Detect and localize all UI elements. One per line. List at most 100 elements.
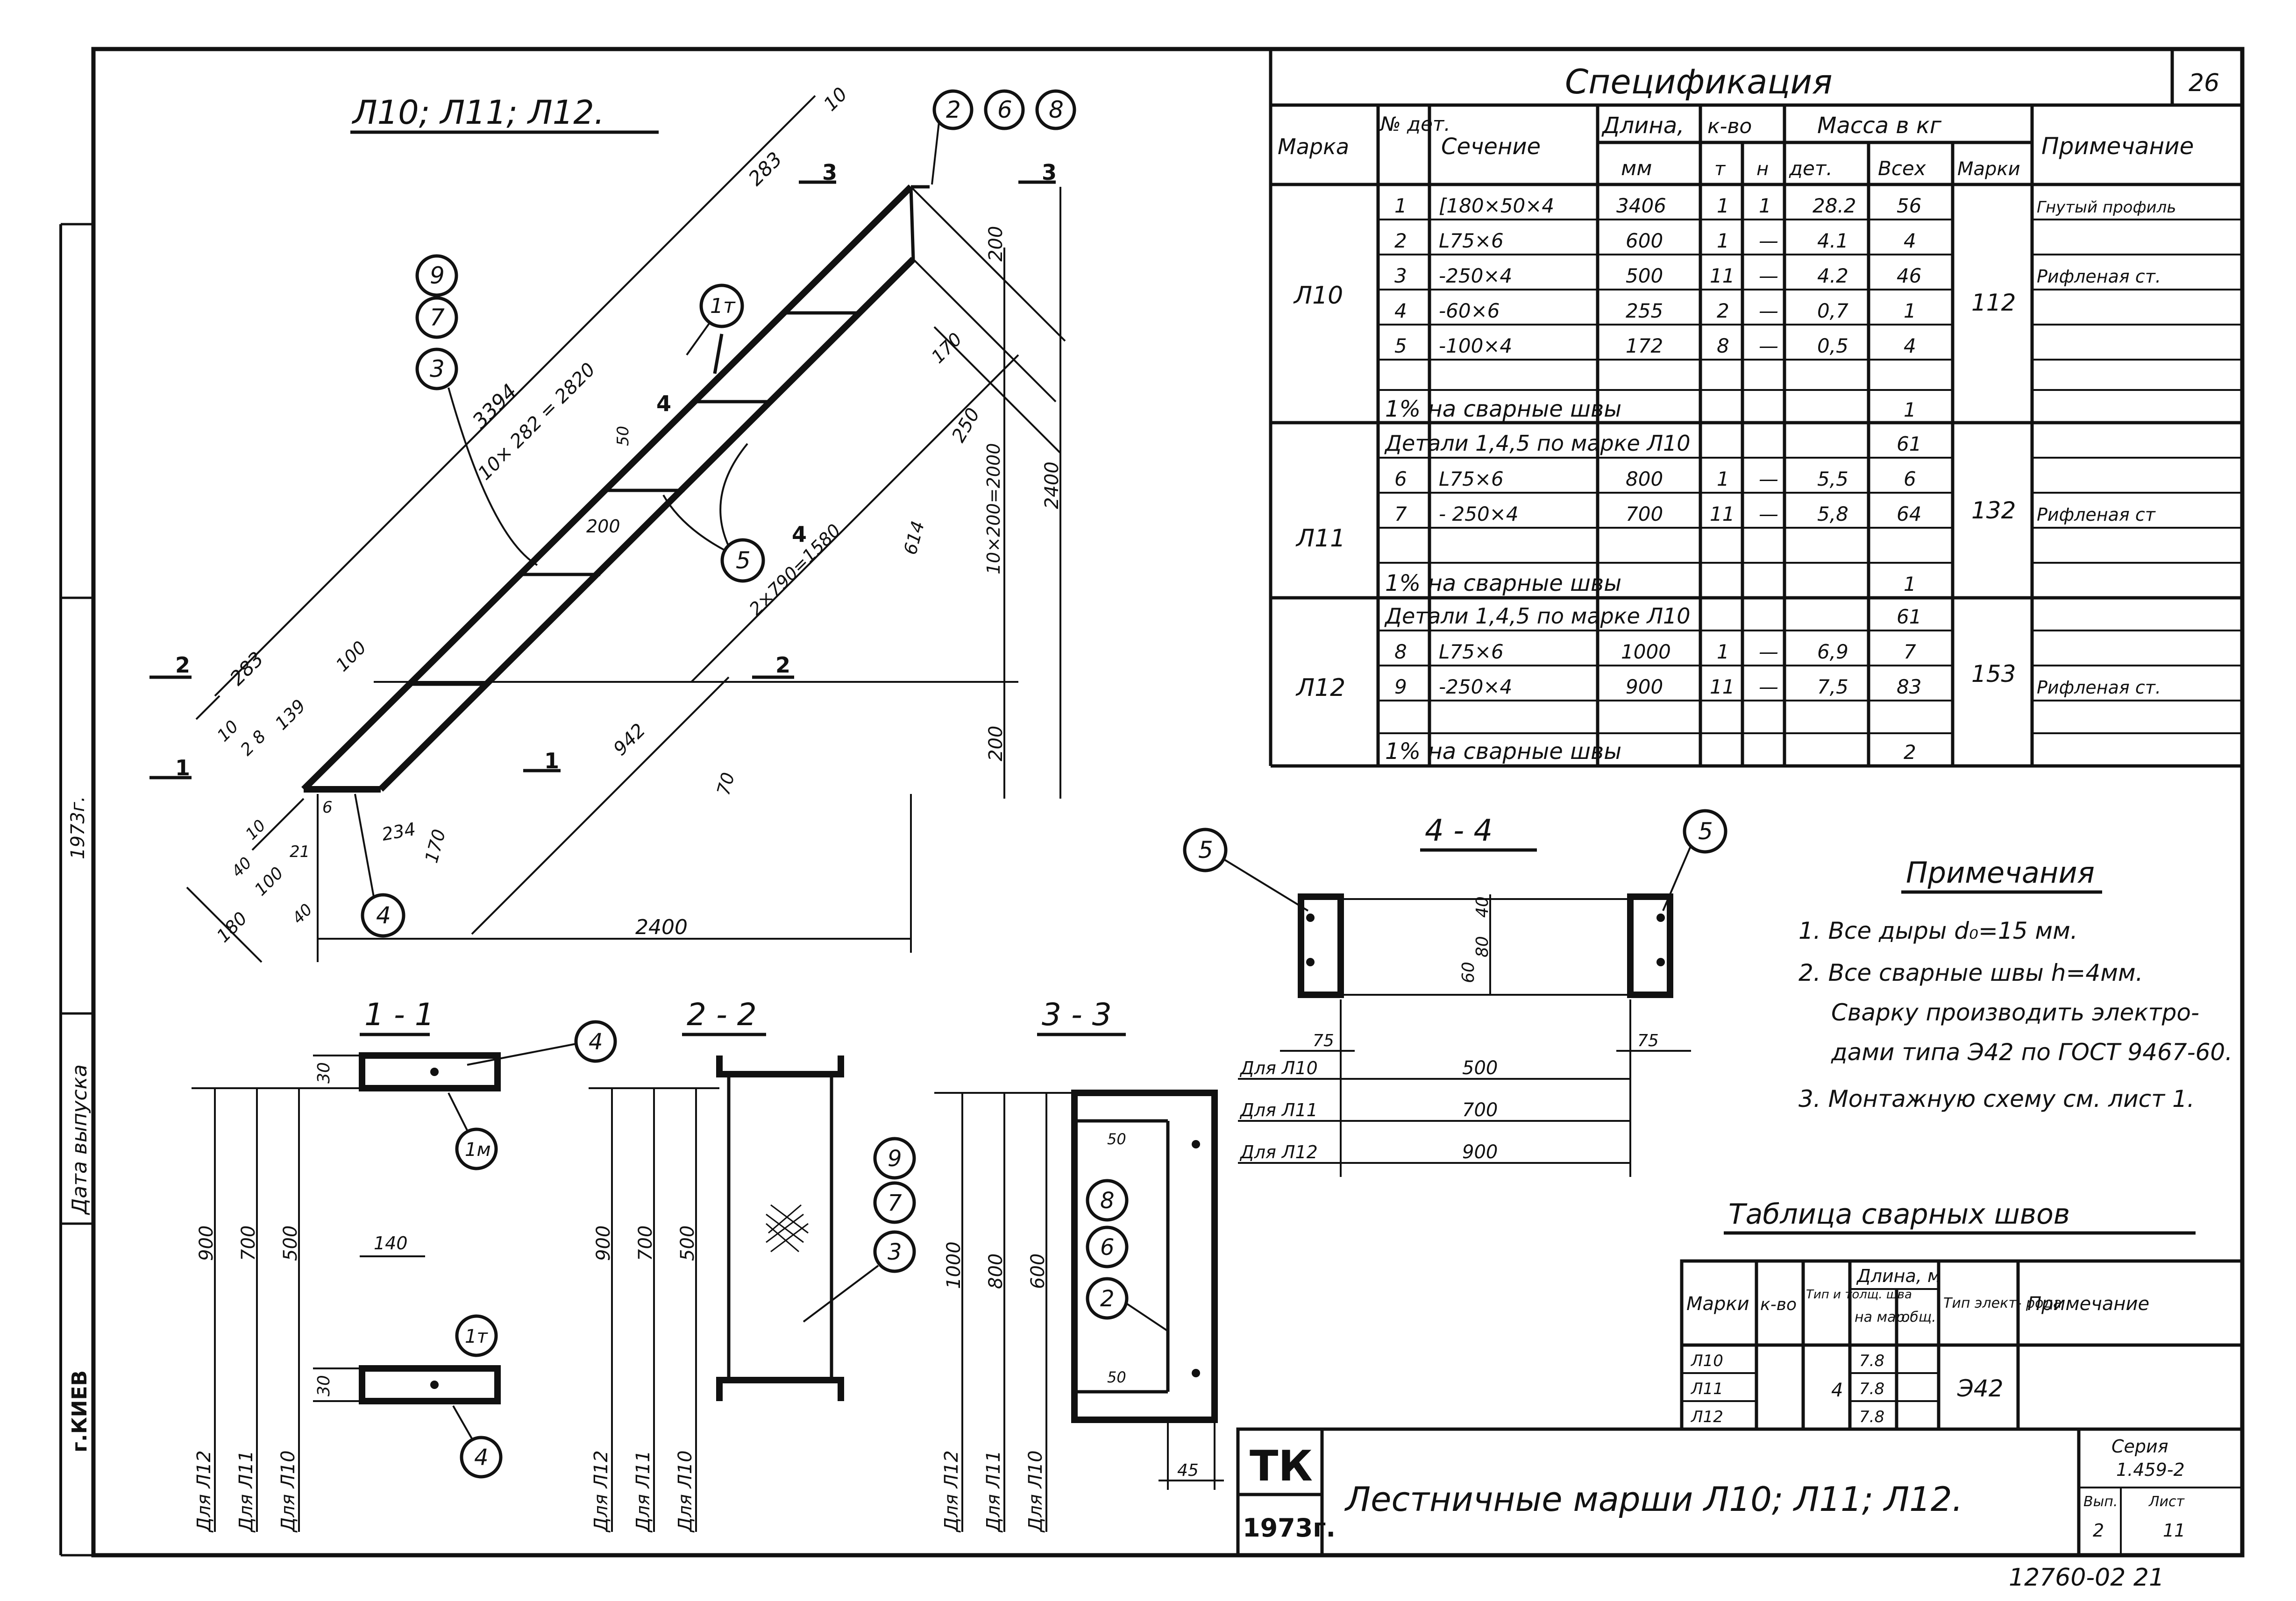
spec-L12: Л12 Детали 1,4,5 по марке Л10 61 8 L75×6…: [1295, 603, 2242, 765]
svg-text:Рифленая ст.: Рифленая ст.: [2037, 677, 2161, 698]
svg-text:10: 10: [242, 816, 270, 843]
svg-text:6: 6: [1100, 1234, 1115, 1261]
svg-text:Масса в кг: Масса в кг: [1817, 113, 1942, 139]
callout-4-s11a: 4: [574, 1020, 617, 1063]
svg-text:5: 5: [1394, 334, 1407, 357]
svg-text:75: 75: [1313, 1031, 1334, 1050]
svg-text:Примечание: Примечание: [2027, 1293, 2149, 1315]
svg-text:6,9: 6,9: [1817, 640, 1848, 663]
svg-text:70: 70: [713, 770, 739, 797]
svg-text:7: 7: [430, 304, 445, 331]
svg-text:общ.: общ.: [1901, 1309, 1936, 1325]
svg-text:2: 2: [237, 738, 258, 759]
sheet-frame: [91, 47, 2245, 1558]
svg-text:3: 3: [888, 1239, 902, 1265]
svg-text:-250×4: -250×4: [1439, 675, 1512, 698]
svg-text:5,5: 5,5: [1817, 468, 1848, 490]
svg-text:Для Л12: Для Л12: [941, 1450, 962, 1533]
svg-text:6: 6: [1394, 468, 1407, 490]
side-org: г.КИЕВ: [68, 1370, 92, 1452]
svg-text:11: 11: [1710, 264, 1734, 287]
svg-text:30: 30: [314, 1375, 334, 1396]
stringer-lower: [378, 257, 916, 792]
svg-text:5: 5: [1698, 818, 1713, 845]
svg-text:172: 172: [1626, 334, 1663, 357]
svg-text:80: 80: [1473, 936, 1492, 957]
svg-text:Марки: Марки: [1686, 1293, 1749, 1315]
svg-text:61: 61: [1897, 432, 1921, 455]
svg-text:4 - 4: 4 - 4: [1425, 814, 1493, 848]
spec-sheet-no: 26: [2189, 69, 2219, 97]
svg-text:Сечение: Сечение: [1441, 134, 1541, 160]
svg-text:50: 50: [614, 426, 633, 446]
svg-text:- 250×4: - 250×4: [1439, 503, 1519, 525]
svg-text:139: 139: [271, 695, 309, 734]
svg-text:Рифленая ст: Рифленая ст: [2037, 504, 2156, 525]
svg-text:Длина, м: Длина, м: [1856, 1266, 1941, 1286]
callout-5-left: 5: [1183, 828, 1228, 872]
svg-text:1: 1: [1717, 194, 1729, 217]
svg-text:700: 700: [1462, 1099, 1498, 1121]
svg-text:8: 8: [1100, 1188, 1115, 1214]
svg-text:—: —: [1759, 334, 1778, 357]
svg-text:7.8: 7.8: [1859, 1352, 1884, 1370]
svg-text:10: 10: [213, 717, 242, 745]
svg-text:8: 8: [1394, 640, 1407, 663]
svg-text:200: 200: [985, 226, 1007, 262]
svg-text:2 - 2: 2 - 2: [687, 997, 757, 1033]
svg-text:№ дет.: № дет.: [1379, 113, 1450, 135]
svg-text:4: 4: [1831, 1380, 1843, 1401]
svg-text:1000: 1000: [1621, 640, 1671, 663]
callout-2-s33: 2: [1086, 1277, 1129, 1320]
svg-text:к-во: к-во: [1760, 1295, 1797, 1314]
svg-text:3 - 3: 3 - 3: [1042, 997, 1112, 1033]
svg-text:4.2: 4.2: [1817, 264, 1848, 287]
svg-text:4: 4: [589, 1029, 603, 1055]
callout-4-s11b: 4: [460, 1436, 503, 1479]
svg-text:7.8: 7.8: [1859, 1380, 1884, 1398]
svg-text:8: 8: [249, 727, 270, 748]
svg-text:500: 500: [677, 1226, 698, 1261]
svg-text:700: 700: [238, 1226, 259, 1261]
svg-text:112: 112: [1971, 289, 2016, 316]
svg-text:900: 900: [1462, 1141, 1498, 1163]
svg-text:—: —: [1759, 675, 1778, 698]
svg-text:Л10: Л10: [1293, 282, 1343, 310]
title-block: ТК 1973г. Лестничные марши Л10; Л11; Л12…: [1236, 1427, 2244, 1592]
notes-title: Примечания: [1906, 856, 2095, 890]
svg-text:64: 64: [1897, 503, 1921, 525]
svg-text:3. Монтажную схему см. лист 1.: 3. Монтажную схему см. лист 1.: [1798, 1085, 2195, 1112]
svg-text:Всех: Всех: [1878, 157, 1926, 180]
svg-text:170: 170: [927, 329, 966, 367]
svg-text:11: 11: [2163, 1520, 2185, 1541]
svg-text:1: 1: [1717, 640, 1729, 663]
svg-text:-100×4: -100×4: [1439, 334, 1512, 357]
svg-text:500: 500: [280, 1226, 301, 1261]
svg-text:132: 132: [1971, 497, 2016, 524]
callout-8-s33: 8: [1086, 1179, 1129, 1222]
svg-text:1% на сварные швы: 1% на сварные швы: [1385, 396, 1621, 422]
svg-text:8: 8: [1717, 334, 1729, 357]
callout-2: 2: [932, 89, 974, 130]
svg-text:61: 61: [1897, 605, 1921, 628]
notes: Примечания 1. Все дыры d₀=15 мм. 2. Все …: [1798, 856, 2232, 1112]
svg-text:Для Л10: Для Л10: [1025, 1450, 1046, 1533]
stringer-upper: [301, 184, 913, 792]
svg-text:1000: 1000: [943, 1241, 965, 1289]
svg-text:50: 50: [1107, 1130, 1126, 1148]
svg-text:40: 40: [1473, 896, 1492, 918]
svg-text:21: 21: [290, 843, 310, 861]
svg-text:255: 255: [1626, 299, 1663, 322]
svg-text:—: —: [1759, 468, 1778, 490]
svg-text:-60×6: -60×6: [1439, 299, 1500, 322]
svg-text:Марки: Марки: [1957, 158, 2020, 180]
svg-text:1м: 1м: [465, 1139, 491, 1161]
svg-text:Длина,: Длина,: [1601, 113, 1684, 139]
svg-text:Л11: Л11: [1690, 1380, 1723, 1398]
svg-text:—: —: [1759, 229, 1778, 252]
svg-text:L75×6: L75×6: [1439, 468, 1504, 490]
svg-text:Для Л11: Для Л11: [633, 1450, 654, 1533]
svg-text:Серия: Серия: [2111, 1436, 2168, 1457]
svg-text:56: 56: [1897, 194, 1921, 217]
svg-text:46: 46: [1897, 264, 1921, 287]
